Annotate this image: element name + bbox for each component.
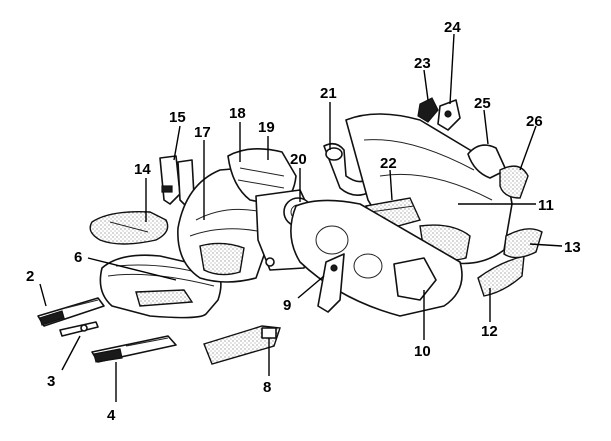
callout-19: 19 bbox=[258, 119, 275, 136]
callout-labels: 2 3 4 6 8 9 10 11 12 13 14 15 17 18 19 2… bbox=[26, 19, 581, 424]
callout-2: 2 bbox=[26, 268, 34, 285]
headrest-hardware bbox=[417, 97, 461, 131]
callout-23: 23 bbox=[414, 55, 431, 72]
trim-cover-right bbox=[499, 165, 529, 199]
side-panel-lower bbox=[477, 255, 525, 297]
callout-22: 22 bbox=[380, 155, 397, 172]
callout-12: 12 bbox=[481, 323, 498, 340]
callout-21: 21 bbox=[320, 85, 337, 102]
callout-13: 13 bbox=[564, 239, 581, 256]
callout-15: 15 bbox=[169, 109, 186, 126]
callout-26: 26 bbox=[526, 113, 543, 130]
callout-6: 6 bbox=[74, 249, 82, 266]
callout-17: 17 bbox=[194, 124, 211, 141]
seat-rail-front bbox=[91, 335, 177, 363]
callout-4: 4 bbox=[107, 407, 116, 424]
side-bracket bbox=[317, 253, 345, 313]
callout-9: 9 bbox=[283, 297, 291, 314]
callout-3: 3 bbox=[47, 373, 55, 390]
rear-seat-belt bbox=[323, 142, 371, 196]
leader-lines bbox=[39, 33, 563, 402]
cushion-pad bbox=[89, 211, 169, 245]
callout-8: 8 bbox=[263, 379, 271, 396]
seat-bracket bbox=[59, 321, 99, 337]
callout-10: 10 bbox=[414, 343, 431, 360]
callout-20: 20 bbox=[290, 151, 307, 168]
callout-14: 14 bbox=[134, 161, 151, 178]
side-panel-upper bbox=[503, 228, 543, 259]
seat-rail-left bbox=[37, 297, 105, 327]
callout-11: 11 bbox=[538, 197, 554, 214]
callout-25: 25 bbox=[474, 95, 491, 112]
callout-18: 18 bbox=[229, 105, 246, 122]
callout-24: 24 bbox=[444, 19, 461, 36]
